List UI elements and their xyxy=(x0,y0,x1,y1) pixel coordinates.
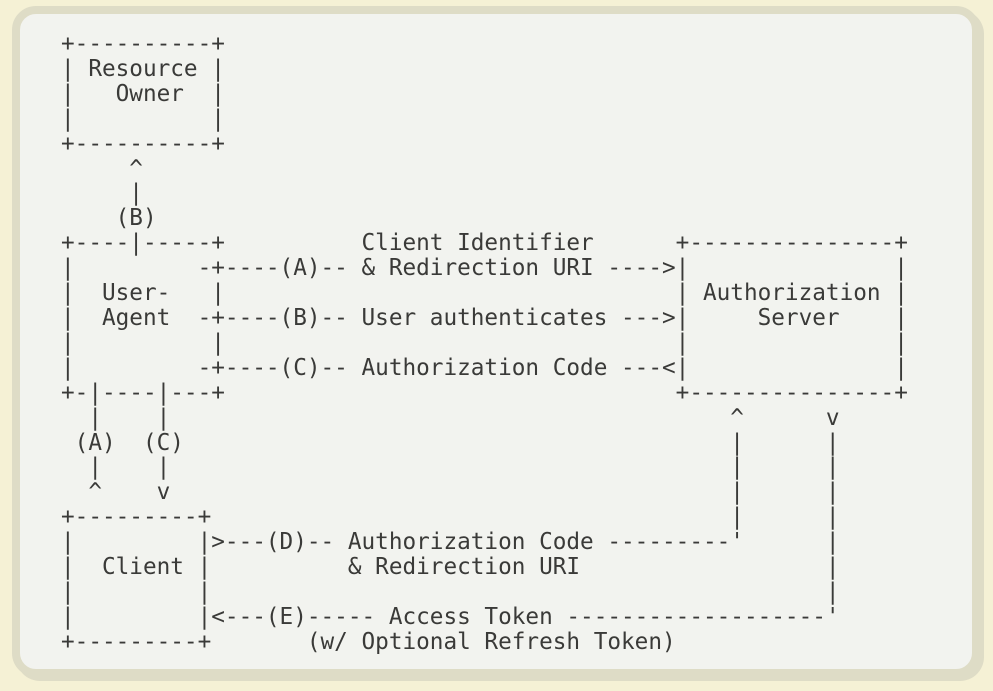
diagram-panel: +----------+ | Resource | | Owner | | | … xyxy=(12,6,980,677)
oauth-authorization-code-flow-ascii-diagram: +----------+ | Resource | | Owner | | | … xyxy=(61,31,908,655)
